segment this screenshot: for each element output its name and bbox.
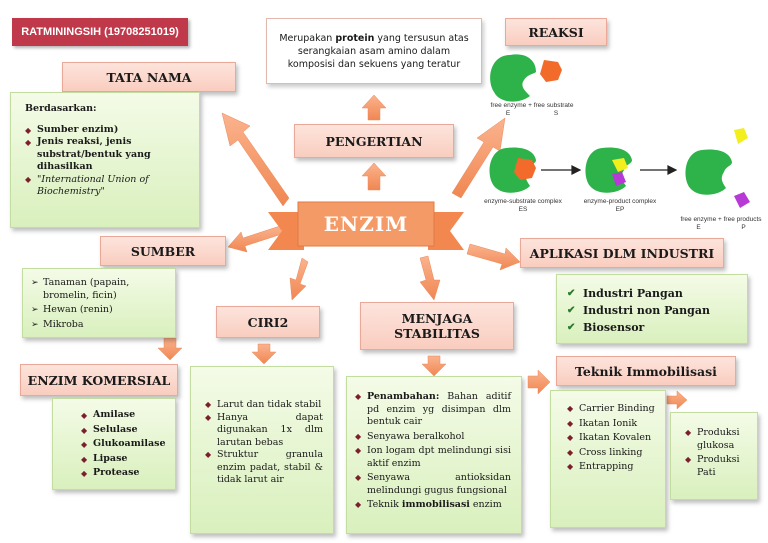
arrow-to-sumber [227,225,283,253]
menjaga-stabilitas-label: MENJAGA STABILITAS [360,302,514,350]
arrow-to-menjaga [419,255,441,301]
list-item: Glukoamilase [81,438,167,451]
enzyme-product-complex [585,147,632,193]
sumber-list: Tanaman (papain, bromelin, ficin) Hewan … [31,277,167,331]
teknik-list: Carrier Binding Ikatan Ionik Ikatan Kova… [567,403,659,474]
enzyme-substrate-complex [489,147,536,193]
list-item: Cross linking [567,447,659,460]
arrow-to-reaksi [451,117,506,199]
list-item: Teknik immobilisasi enzim [355,499,511,512]
list-item: Larut dan tidak stabil [205,399,323,412]
arrow-to-ciri2 [289,257,309,301]
center-title: ENZIM [323,212,409,236]
list-item: Mikroba [31,319,167,332]
arrow-menjaga-down [421,355,447,377]
list-item: Struktur granula enzim padat, stabil & t… [205,449,323,487]
list-item: Sumber enzim) [25,124,189,137]
list-item: Industri Pangan [567,285,739,302]
sumber-box: Tanaman (papain, bromelin, ficin) Hewan … [22,268,176,338]
produksi-list: Produksi glukosa Produksi Pati [685,427,751,479]
menjaga-box: Penambahan: Bahan aditif pd enzim yg dis… [346,376,522,534]
aplikasi-list: Industri Pangan Industri non Pangan Bios… [567,285,739,336]
sumber-label: SUMBER [100,236,226,266]
list-item: Produksi Pati [685,454,751,479]
reaksi-label: REAKSI [505,18,607,46]
list-item: Ikatan Ionik [567,418,659,431]
list-item: Tanaman (papain, bromelin, ficin) [31,277,167,302]
enzim-komersial-list: Amilase Selulase Glukoamilase Lipase Pro… [81,409,167,480]
ciri2-label: CIRI2 [216,306,320,338]
enzyme-free-2 [685,128,750,208]
produksi-box: Produksi glukosa Produksi Pati [670,412,758,500]
aplikasi-box: Industri Pangan Industri non Pangan Bios… [556,274,748,344]
list-item: Protease [81,467,167,480]
tata-nama-label: TATA NAMA [62,62,236,92]
arrow-to-produksi [666,390,688,410]
enzyme-free-1 [490,54,562,102]
pengertian-label: PENGERTIAN [294,124,454,158]
list-item: Penambahan: Bahan aditif pd enzim yg dis… [355,391,511,429]
list-item: Amilase [81,409,167,422]
arrow-ciri2-down [251,343,277,365]
aplikasi-label: APLIKASI DLM INDUSTRI [520,238,724,268]
center-ribbon [268,201,464,250]
ciri2-list: Larut dan tidak stabil Hanya dapat digun… [205,399,323,487]
list-item: Ikatan Kovalen [567,432,659,445]
tata-nama-list: Sumber enzim) Jenis reaksi, jenis substr… [25,124,189,199]
teknik-immobilisasi-label: Teknik Immobilisasi [556,356,736,386]
list-item: Entrapping [567,461,659,474]
enzim-komersial-label: ENZIM KOMERSIAL [20,364,178,396]
arrow-to-tata-nama [221,112,290,207]
tata-nama-heading: Berdasarkan: [25,103,97,114]
list-item: Industri non Pangan [567,302,739,319]
list-item: Hewan (renin) [31,304,167,317]
arrow-to-aplikasi [466,243,521,271]
list-item: Jenis reaksi, jenis substrat/bentuk yang… [25,136,189,174]
tata-nama-box: Berdasarkan: Sumber enzim) Jenis reaksi,… [10,92,200,228]
list-item: Produksi glukosa [685,427,751,452]
ciri2-box: Larut dan tidak stabil Hanya dapat digun… [190,366,334,534]
list-item: Lipase [81,453,167,466]
list-item: Hanya dapat digunakan 1x dlm larutan beb… [205,412,323,450]
definition-text: Merupakan protein yang tersusun atas ser… [279,32,469,70]
list-item: Biosensor [567,319,739,336]
author-tag: RATMININGSIH (19708251019) [12,18,188,46]
list-item: Senyawa antioksidan melindungi gugus fun… [355,472,511,497]
menjaga-list: Penambahan: Bahan aditif pd enzim yg dis… [355,391,511,512]
teknik-box: Carrier Binding Ikatan Ionik Ikatan Kova… [550,390,666,528]
list-item: Senyawa beralkohol [355,431,511,444]
definition-box: Merupakan protein yang tersusun atas ser… [266,18,482,84]
author-text: RATMININGSIH (19708251019) [21,26,179,38]
arrow-to-komersial [157,337,183,361]
arrow-to-definition [361,94,387,121]
list-item: Ion logam dpt melindungi sisi aktif enzi… [355,445,511,470]
list-item: "International Union of Biochemistry" [25,174,189,199]
enzim-komersial-box: Amilase Selulase Glukoamilase Lipase Pro… [52,398,176,490]
list-item: Carrier Binding [567,403,659,416]
arrow-to-pengertian [361,162,387,191]
list-item: Selulase [81,424,167,437]
arrow-to-teknik [527,369,551,395]
